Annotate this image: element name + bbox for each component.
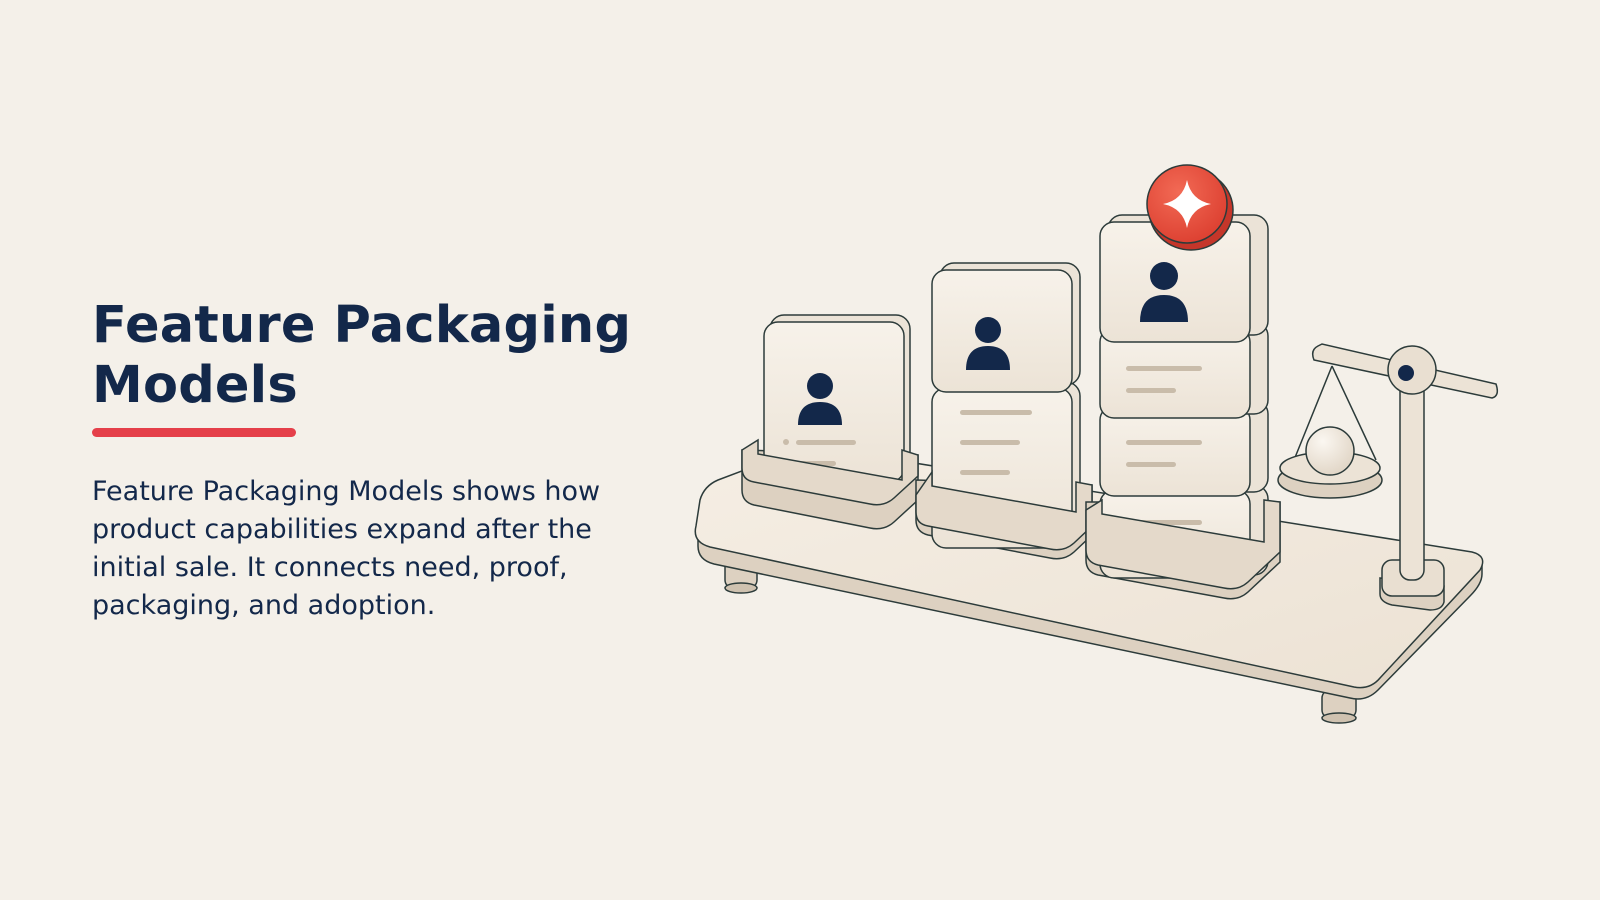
page-title: Feature Packaging Models	[92, 296, 632, 415]
card-stack-3	[1085, 214, 1281, 600]
text-block: Feature Packaging Models Feature Packagi…	[92, 296, 632, 625]
card-stack-1	[741, 314, 919, 530]
balance-scale-icon	[1277, 343, 1499, 611]
user-icon	[798, 373, 842, 425]
sparkle-badge	[1146, 164, 1234, 251]
card-stack-2	[915, 262, 1093, 560]
description: Feature Packaging Models shows how produ…	[92, 476, 601, 621]
feature-packaging-illustration	[694, 164, 1499, 724]
sparkle-icon	[1163, 180, 1211, 228]
user-icon	[966, 317, 1010, 370]
user-icon	[1140, 262, 1188, 322]
title-underline	[92, 428, 296, 437]
